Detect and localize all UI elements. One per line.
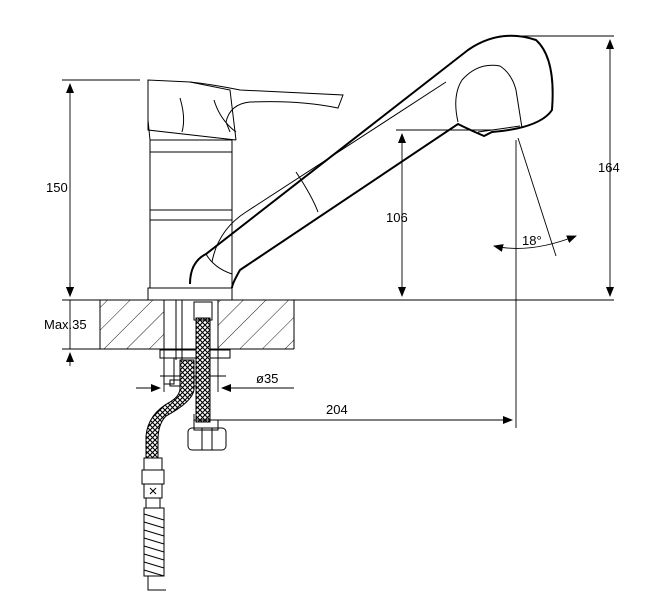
dimension-164: 164 (500, 35, 620, 297)
lever-handle (147, 80, 344, 141)
dim-164-label: 164 (598, 160, 620, 175)
dimension-hole-diameter: ø35 (136, 349, 294, 392)
spout (189, 34, 554, 289)
dimension-counter-thickness: Max.35 (44, 283, 100, 366)
dimension-204: 204 (193, 140, 517, 428)
dim-106-label: 106 (386, 210, 408, 225)
dim-204-label: 204 (326, 402, 348, 417)
dim-diameter-label: ø35 (256, 371, 278, 386)
dim-max35-label: Max.35 (44, 317, 87, 332)
dimension-150: 150 (46, 79, 140, 301)
dim-150-label: 150 (46, 180, 68, 195)
supply-hose-left (141, 359, 195, 591)
supply-hose-right (187, 301, 227, 451)
dimension-106: 106 (294, 129, 614, 301)
dim-angle-label: 18° (522, 233, 542, 248)
faucet-body (147, 79, 344, 301)
dimension-angle: 18° (493, 137, 577, 257)
